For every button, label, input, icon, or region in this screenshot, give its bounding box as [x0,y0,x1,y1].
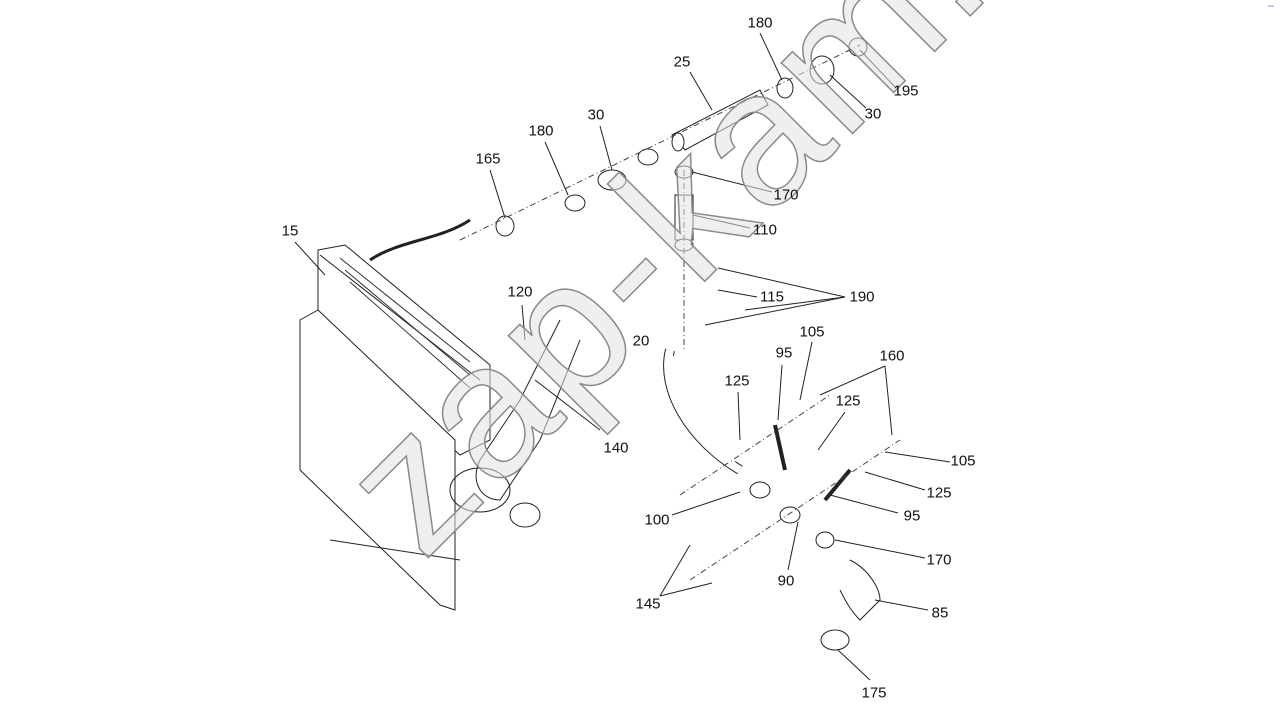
part-label: 90 [777,572,795,590]
part-label: 190 [849,288,875,306]
part-label: 110 [753,221,777,239]
part-label: 125 [835,392,861,410]
hoses [495,37,881,651]
part-label: 125 [926,484,952,502]
part-label: 120 [507,283,533,301]
part-label: 20 [632,332,650,350]
part-label: 85 [931,604,949,622]
part-label: 105 [950,452,976,470]
part-label: 195 [893,82,919,100]
leader-lines [294,32,951,681]
part-label: 160 [879,347,905,365]
part-label: 140 [603,439,629,457]
assembly-axes [459,44,901,581]
part-label: 15 [281,222,299,240]
part-label: 30 [587,106,605,124]
part-label: 170 [926,551,952,569]
part-label: 165 [475,150,501,168]
part-label: 95 [775,344,793,362]
part-label: 25 [673,53,691,71]
toolbar-icon[interactable]: ▫▫▫ [1267,4,1274,10]
part-label: 180 [747,14,773,32]
part-label: 95 [903,507,921,525]
part-label: 100 [644,511,670,529]
part-label: 105 [799,323,825,341]
part-label: 175 [861,684,887,702]
part-label: 30 [864,105,882,123]
part-label: 180 [528,122,554,140]
radiator [299,218,581,611]
part-label: 115 [760,288,784,306]
part-label: 125 [724,372,750,390]
part-label: 170 [773,186,799,204]
part-label: 145 [635,595,661,613]
